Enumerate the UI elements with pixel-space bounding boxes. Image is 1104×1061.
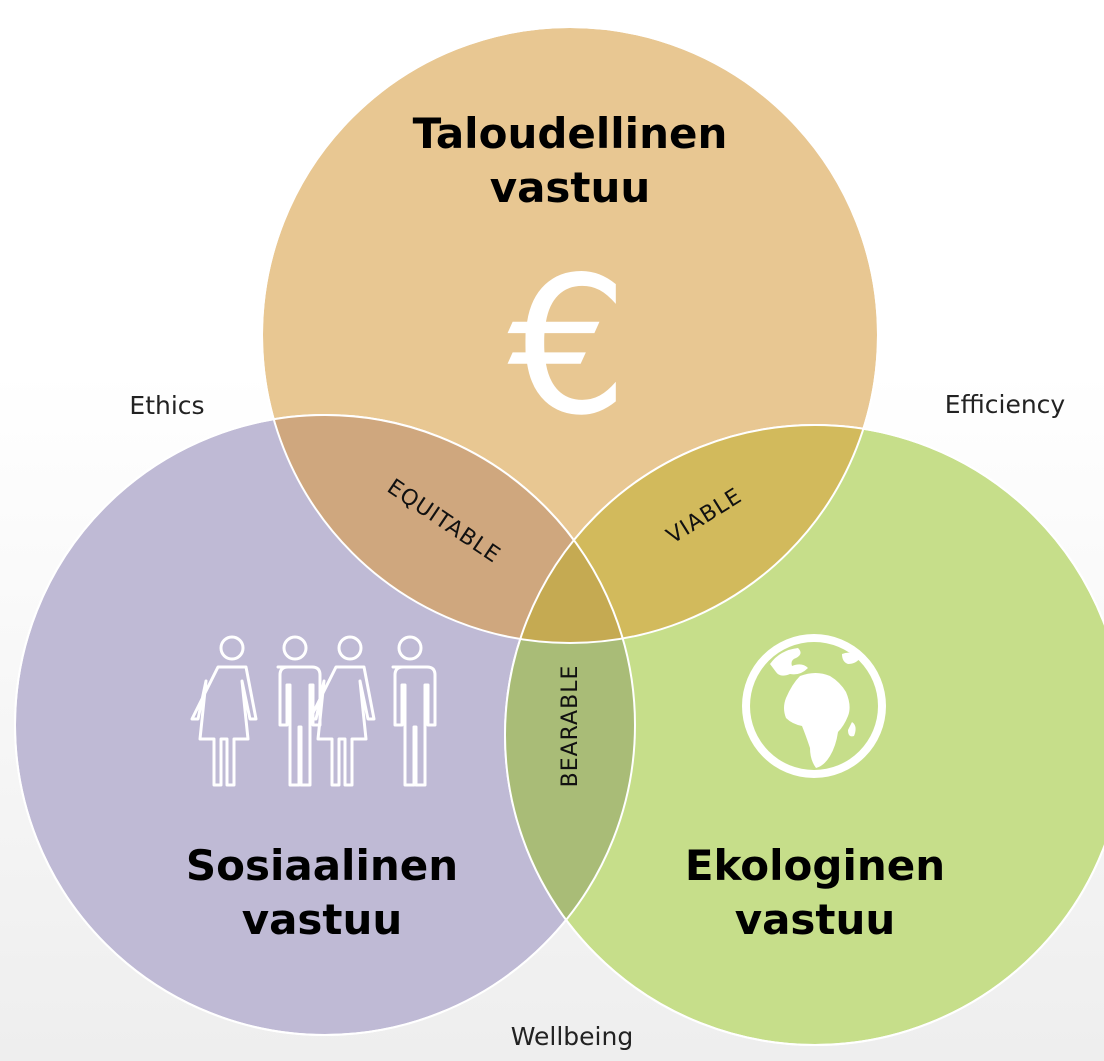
- equitable-intersection: [262, 415, 635, 643]
- economic-title-line2: vastuu: [490, 163, 651, 212]
- social-title-line1: Sosiaalinen: [186, 841, 458, 890]
- ecological-title-line1: Ekologinen: [685, 841, 945, 890]
- euro-icon: €: [508, 236, 629, 457]
- ethics-label: Ethics: [129, 391, 204, 420]
- efficiency-label: Efficiency: [945, 390, 1066, 419]
- globe-icon: [742, 634, 886, 778]
- viable-intersection: [505, 425, 878, 643]
- ecological-title-line2: vastuu: [735, 895, 896, 944]
- bearable-label: BEARABLE: [558, 665, 583, 788]
- social-title-line2: vastuu: [242, 895, 403, 944]
- economic-title-line1: Taloudellinen: [413, 109, 728, 158]
- wellbeing-label: Wellbeing: [511, 1022, 633, 1051]
- people-icon: [190, 635, 437, 787]
